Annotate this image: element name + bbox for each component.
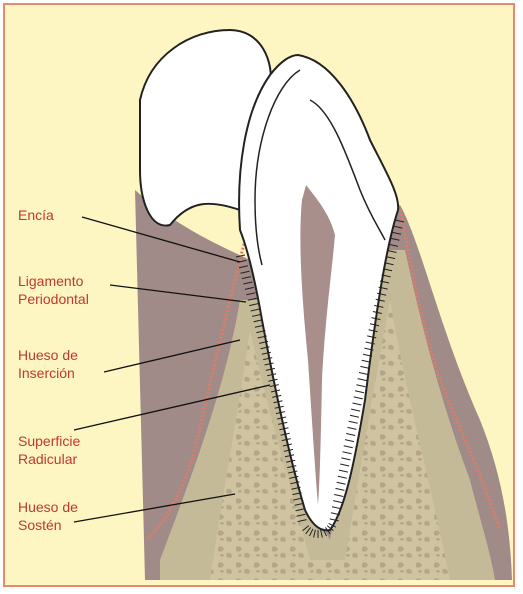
label-ligamento-periodontal: Ligamento Periodontal: [18, 272, 89, 308]
label-superficie-radicular: Superficie Radicular: [18, 432, 80, 468]
label-hueso-insercion: Hueso de Inserción: [18, 346, 78, 382]
label-encia: Encía: [18, 206, 54, 224]
label-hueso-sosten: Hueso de Sostén: [18, 498, 78, 534]
